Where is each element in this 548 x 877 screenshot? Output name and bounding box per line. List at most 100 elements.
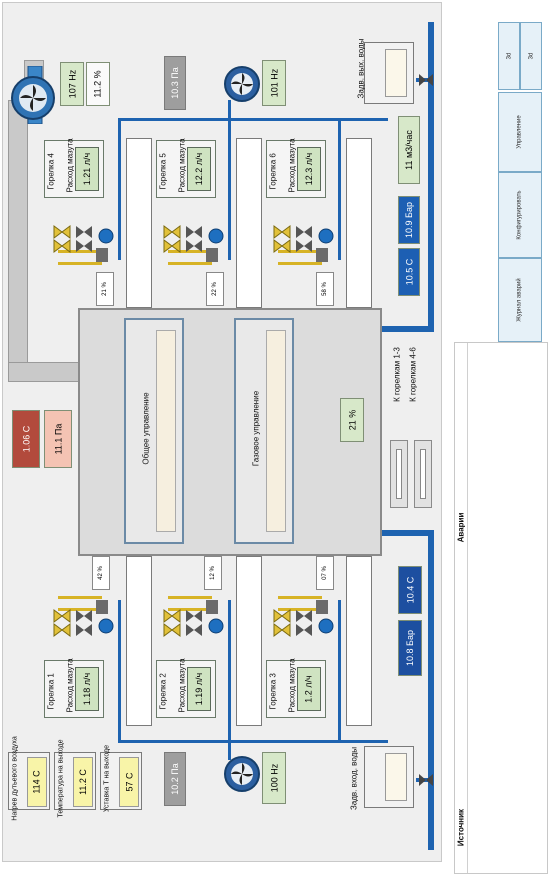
burner3-chamber xyxy=(346,556,372,726)
burner-switch-1[interactable] xyxy=(390,440,408,508)
burner3-valves[interactable] xyxy=(270,590,340,640)
fan-icon xyxy=(224,66,260,102)
burner2-pct: 12 % xyxy=(204,556,222,590)
top-fan[interactable] xyxy=(222,64,262,104)
nav-control-button[interactable]: Управление xyxy=(498,92,542,172)
to-burners-13: К горелкам 1-3 xyxy=(392,347,402,402)
burner-switch-2[interactable] xyxy=(414,440,432,508)
bottom-press-box: 10.2 Па xyxy=(164,752,186,806)
burner1-flow: 1.18 л/ч xyxy=(75,667,99,711)
burner2-chamber xyxy=(236,556,262,726)
exhaust-fan-hz: 107 Hz xyxy=(60,62,84,106)
bottom-fan-hz: 100 Hz xyxy=(262,752,286,804)
burner3-flow-label: Расход мазута xyxy=(287,658,297,713)
burner3-group: Горелка 3 Расход мазута 1.2 л/ч xyxy=(266,658,326,718)
burner5-group: Горелка 5 Расход мазута 12.2 л/ч xyxy=(156,138,216,198)
exhaust-fan-pct: 11.2 % xyxy=(86,62,110,106)
nav-alarm-log-button[interactable]: Журнал аварий xyxy=(498,258,542,342)
alarm-source-header: Источник xyxy=(456,808,466,847)
setpoint-box[interactable]: Уставка Т на выходе 57 С xyxy=(100,745,142,812)
burner4-chamber xyxy=(126,138,152,308)
burner1-chamber xyxy=(126,556,152,726)
outlet-temp-box: Температура на выходе 11.2 С xyxy=(54,740,96,817)
burner2-name: Горелка 2 xyxy=(158,673,168,710)
furnace-press: 11.1 Па xyxy=(44,410,72,468)
burner1-valves[interactable] xyxy=(50,590,120,640)
valve-assembly-icon xyxy=(163,596,224,637)
common-control-indicator xyxy=(156,330,176,532)
water-temp-top: 10.5 С xyxy=(398,248,420,296)
gas-control-panel[interactable]: Газовое управление xyxy=(234,318,294,544)
burner2-flow: 1.19 л/ч xyxy=(187,667,211,711)
air-heating-value: 114 С xyxy=(27,757,47,807)
valve-assembly-icon xyxy=(273,225,334,265)
nav-3d-button-2[interactable]: 3d xyxy=(520,22,542,90)
burner3-name: Горелка 3 xyxy=(268,673,278,710)
air-pipe-top-v2 xyxy=(228,100,231,260)
exhaust-fan[interactable] xyxy=(6,65,60,125)
burner4-flow-label: Расход мазута xyxy=(65,138,75,193)
alarm-title: Аварии xyxy=(456,512,466,543)
air-pipe-bottom-v3 xyxy=(338,600,341,742)
top-fan-hz: 101 Hz xyxy=(262,60,286,106)
in-valve-icon[interactable] xyxy=(418,772,434,788)
in-valve-label: Задв. вход. воды xyxy=(349,746,359,811)
burner6-flow: 12.3 л/ч xyxy=(297,147,321,191)
in-valve-panel xyxy=(364,746,414,808)
burner1-pct: 42 % xyxy=(92,556,110,590)
water-flow-top: 11 м3/час xyxy=(398,116,420,184)
out-valve-icon[interactable] xyxy=(418,72,434,88)
alarm-header-bar xyxy=(467,343,468,873)
bottom-fan[interactable] xyxy=(222,754,262,794)
air-pipe-bottom-v2 xyxy=(228,600,231,760)
burner6-group: Горелка 6 Расход мазута 12.3 л/ч xyxy=(266,138,326,198)
exhaust-fan-icon xyxy=(11,65,55,125)
out-valve-label: Задв. вых. воды xyxy=(356,38,366,99)
burner6-flow-label: Расход мазута xyxy=(287,138,297,193)
burner1-flow-label: Расход мазута xyxy=(65,658,75,713)
burner1-group: Горелка 1 Расход мазута 1.18 л/ч xyxy=(44,658,104,718)
burner4-name: Горелка 4 xyxy=(46,153,56,190)
gas-control-indicator xyxy=(266,330,286,532)
burner4-group: Горелка 4 Расход мазута 1.21 л/ч xyxy=(44,138,104,198)
water-pipe-top-h xyxy=(380,326,434,332)
burner2-valves[interactable] xyxy=(160,590,230,640)
air-pipe-bottom xyxy=(118,740,388,743)
nav-configure-button[interactable]: Конфигурировать xyxy=(498,172,542,258)
furnace-temp: 1.06 С xyxy=(12,410,40,468)
common-control-panel[interactable]: Общее управление xyxy=(124,318,184,544)
air-pipe-top-v3 xyxy=(338,118,341,260)
burner5-name: Горелка 5 xyxy=(158,153,168,190)
burner6-chamber xyxy=(346,138,372,308)
burner6-pct: 58 % xyxy=(316,272,334,306)
burner5-chamber xyxy=(236,138,262,308)
burner4-pct: 21 % xyxy=(96,272,114,306)
air-pipe-bottom-v1 xyxy=(118,600,121,742)
water-pipe-bottom-v xyxy=(428,530,434,850)
air-pipe-top xyxy=(118,118,388,121)
valve-assembly-icon xyxy=(273,596,334,637)
burner5-flow: 12.2 л/ч xyxy=(187,147,211,191)
burner5-pct: 22 % xyxy=(206,272,224,306)
burner5-flow-label: Расход мазута xyxy=(177,138,187,193)
burner4-valves[interactable] xyxy=(50,222,120,272)
valve-assembly-icon xyxy=(163,225,224,265)
burner1-name: Горелка 1 xyxy=(46,673,56,710)
burner2-flow-label: Расход мазута xyxy=(177,658,187,713)
top-press-box: 10.3 Па xyxy=(164,56,186,110)
fan-icon xyxy=(224,756,260,792)
water-pressure-top: 10.9 Бар xyxy=(398,196,420,244)
out-valve-display xyxy=(385,49,407,97)
to-burners-46: К горелкам 4-6 xyxy=(408,347,418,402)
water-pipe-right xyxy=(428,22,434,332)
burner5-valves[interactable] xyxy=(160,222,230,272)
air-heating-box: Нагрев дутьевого воздуха 114 С xyxy=(8,736,50,821)
nav-3d-button-1[interactable]: 3d xyxy=(498,22,520,90)
setpoint-value[interactable]: 57 С xyxy=(119,757,139,807)
water-temp-bottom: 10.4 С xyxy=(398,566,422,614)
out-valve-panel xyxy=(364,42,414,104)
furnace-pct: 21 % xyxy=(340,398,364,442)
burner3-pct: 07 % xyxy=(316,556,334,590)
burner2-group: Горелка 2 Расход мазута 1.19 л/ч xyxy=(156,658,216,718)
burner6-valves[interactable] xyxy=(270,222,340,272)
